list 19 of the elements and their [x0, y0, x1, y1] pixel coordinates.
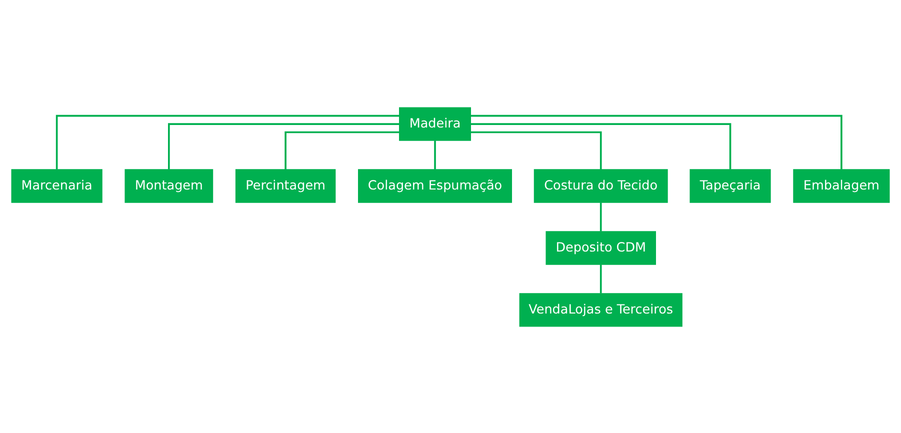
connector [470, 130, 602, 170]
node-box: Marcenaria [11, 168, 102, 202]
node-box: Percintagem [235, 168, 336, 202]
connector [168, 122, 400, 169]
node-box: VendaLojas e Terceiros [519, 292, 682, 326]
connector [434, 140, 436, 169]
node-box: Embalagem [793, 168, 890, 202]
connector [284, 130, 400, 170]
connector [56, 114, 400, 169]
connector [600, 264, 602, 293]
node-box: Tapeçaria [690, 168, 771, 202]
connector [600, 202, 602, 231]
connector [470, 122, 732, 169]
node-box: Deposito CDM [546, 230, 656, 264]
node-box: Costura do Tecido [534, 168, 668, 202]
node-box: Montagem [124, 168, 214, 202]
node-box: Colagem Espumação [358, 168, 512, 202]
node-box: Madeira [399, 106, 471, 140]
connector [470, 114, 842, 169]
